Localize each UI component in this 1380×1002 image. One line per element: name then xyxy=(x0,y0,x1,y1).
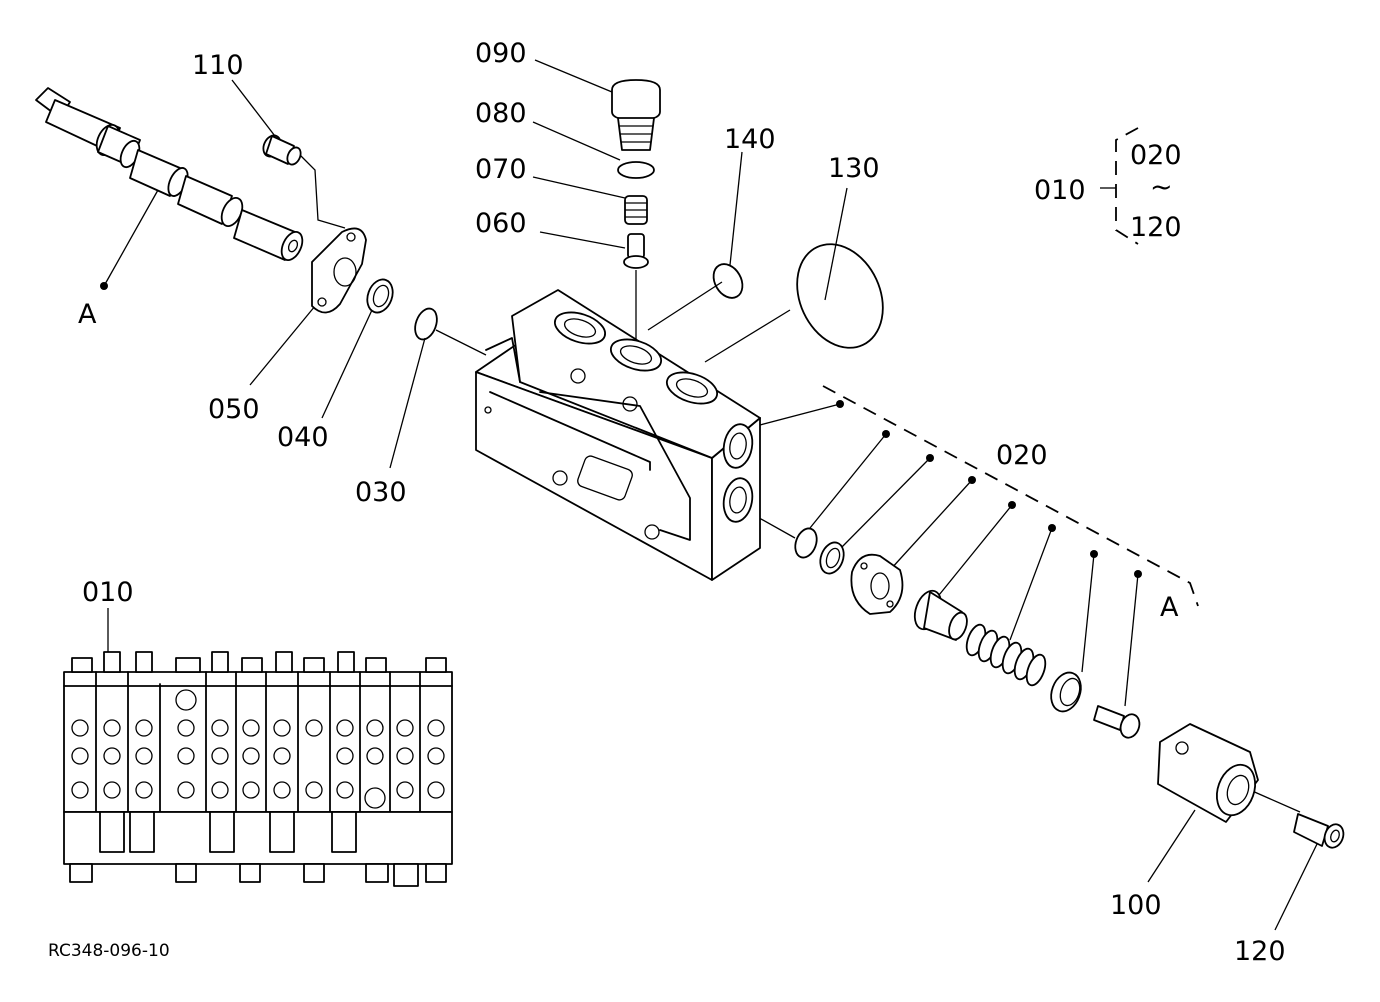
label-050: 050 xyxy=(208,394,260,425)
label-040: 040 xyxy=(277,422,329,453)
label-020: 020 xyxy=(996,440,1048,471)
label-110: 110 xyxy=(192,50,244,81)
o-ring-140-part xyxy=(712,263,744,299)
right-exploded-group xyxy=(794,527,1345,849)
label-100: 100 xyxy=(1110,890,1162,921)
part-labels: 090 080 070 060 110 140 130 050 040 030 … xyxy=(48,38,1286,967)
spring-070-part xyxy=(624,195,648,225)
leader-lines xyxy=(103,59,1319,931)
o-ring-030-part xyxy=(414,307,438,341)
label-010-bank: 010 xyxy=(82,577,134,608)
flange-plate-050-part xyxy=(311,227,367,314)
view-marker-a-left: A xyxy=(78,299,97,330)
range-assembly: 010 xyxy=(1034,175,1086,206)
ring-040-part xyxy=(366,278,394,314)
range-from: 020 xyxy=(1130,140,1182,171)
range-note-bracket xyxy=(1100,127,1139,245)
group-a-bracket xyxy=(100,282,1199,607)
label-070: 070 xyxy=(475,154,527,185)
label-130: 130 xyxy=(828,153,880,184)
label-060: 060 xyxy=(475,208,527,239)
poppet-060-part xyxy=(623,233,649,269)
plug-090-part xyxy=(611,79,661,151)
range-tilde: ~ xyxy=(1150,172,1173,203)
range-to: 120 xyxy=(1130,212,1182,243)
valve-bank-010 xyxy=(63,651,453,887)
label-030: 030 xyxy=(355,477,407,508)
o-ring-080-part xyxy=(617,161,655,179)
drawing-code: RC348-096-10 xyxy=(48,941,170,961)
label-140: 140 xyxy=(724,124,776,155)
spool-part xyxy=(35,87,304,262)
label-120: 120 xyxy=(1234,936,1286,967)
bolt-110-part xyxy=(262,134,302,166)
label-080: 080 xyxy=(475,98,527,129)
valve-body-part xyxy=(475,289,761,581)
o-ring-130-part xyxy=(796,243,884,349)
label-090: 090 xyxy=(475,38,527,69)
view-marker-a-right: A xyxy=(1160,592,1179,623)
